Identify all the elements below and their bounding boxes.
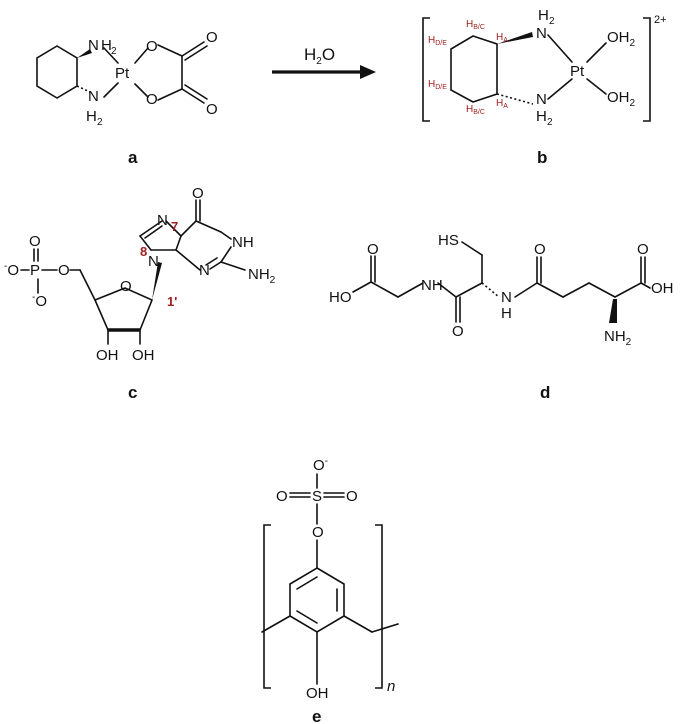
atom-n: N xyxy=(536,91,547,108)
atom-oh: OH xyxy=(651,280,674,297)
atom-o: O xyxy=(146,38,158,55)
panel-label-b: b xyxy=(537,148,547,167)
atom-h: H xyxy=(101,37,112,54)
atom-hs: HS xyxy=(438,232,459,249)
proton-label-de: HD/E xyxy=(428,79,447,91)
atom-h: H xyxy=(501,305,512,322)
atom-s: S xyxy=(312,488,322,505)
atom-nh: NH xyxy=(421,277,443,294)
atom-subscript: 2 xyxy=(97,117,103,128)
atom-n: N xyxy=(536,25,547,42)
atom-h: H xyxy=(86,108,97,125)
panel-label-d: d xyxy=(540,383,550,402)
atom-o: O xyxy=(534,241,546,258)
atom-o: O xyxy=(206,101,218,118)
atom-n: N xyxy=(88,37,99,54)
structure-oxaliplatin: N H 2 Pt N H 2 O O O O a xyxy=(36,29,218,167)
structure-sulfonated-polymer: O- S O O O OH n e xyxy=(261,456,399,724)
structure-nucleotide: -O P O -O O O OH OH xyxy=(4,185,276,402)
atom-oh: OH xyxy=(132,347,155,364)
proton-label-a: HA xyxy=(496,98,508,110)
atom-o: O xyxy=(367,241,379,258)
atom-o: O xyxy=(276,488,288,505)
atom-nh2: NH2 xyxy=(604,328,632,348)
atom-n: N xyxy=(88,88,99,105)
atom-ho: HO xyxy=(329,289,352,306)
atom-oh: OH xyxy=(96,347,119,364)
atom-o: O xyxy=(58,262,70,279)
atom-p: P xyxy=(30,262,40,279)
atom-n: N xyxy=(199,262,210,279)
atom-o: O xyxy=(206,29,218,46)
atom-o: O xyxy=(192,185,204,202)
panel-label-c: c xyxy=(128,383,137,402)
repeat-index-n: n xyxy=(387,678,395,695)
atom-o: O xyxy=(146,91,158,108)
proton-label-bc: HB/C xyxy=(466,104,485,116)
structure-glutathione: HO O NH O HS N H O O OH NH2 d xyxy=(329,232,674,402)
phosphate-oxygen: -O xyxy=(4,261,19,279)
proton-label-bc: HB/C xyxy=(466,19,485,31)
atom-h: H xyxy=(538,7,549,24)
atom-h: H xyxy=(536,108,547,125)
atom-number-7: 7 xyxy=(171,219,178,234)
proton-label-a: HA xyxy=(496,32,508,44)
reaction-arrow: H2O xyxy=(272,45,376,79)
atom-o: O xyxy=(312,524,324,541)
atom-n: N xyxy=(501,289,512,306)
panel-label-a: a xyxy=(128,148,138,167)
atom-o: O xyxy=(637,241,649,258)
water-ligand: OH2 xyxy=(607,29,636,49)
atom-o: O xyxy=(120,278,132,295)
atom-nh2: NH2 xyxy=(248,266,276,286)
atom-number-1prime: 1' xyxy=(167,294,177,309)
atom-subscript: 2 xyxy=(111,46,117,57)
atom-o: O xyxy=(346,488,358,505)
atom-n: N xyxy=(148,253,159,270)
atom-subscript: 2 xyxy=(549,16,555,27)
complex-charge: 2+ xyxy=(654,14,667,26)
water-ligand: OH2 xyxy=(607,89,636,109)
structure-aqua-complex: 2+ H 2 N Pt N H 2 OH2 OH2 HB/C HA HD/E H… xyxy=(422,7,667,167)
atom-number-8: 8 xyxy=(140,244,147,259)
atom-o: O xyxy=(29,233,41,250)
atom-n: N xyxy=(157,212,168,229)
proton-label-de: HD/E xyxy=(428,35,447,47)
atom-subscript: 2 xyxy=(547,117,553,128)
atom-nh: NH xyxy=(232,234,254,251)
sulfonate-oxygen: O- xyxy=(313,456,328,474)
reagent-label: H2O xyxy=(304,45,335,67)
atom-pt: Pt xyxy=(115,65,130,82)
atom-oh: OH xyxy=(306,685,329,702)
panel-label-e: e xyxy=(312,707,321,724)
phosphate-oxygen: -O xyxy=(32,292,47,310)
atom-o: O xyxy=(452,323,464,340)
atom-pt: Pt xyxy=(570,63,585,80)
